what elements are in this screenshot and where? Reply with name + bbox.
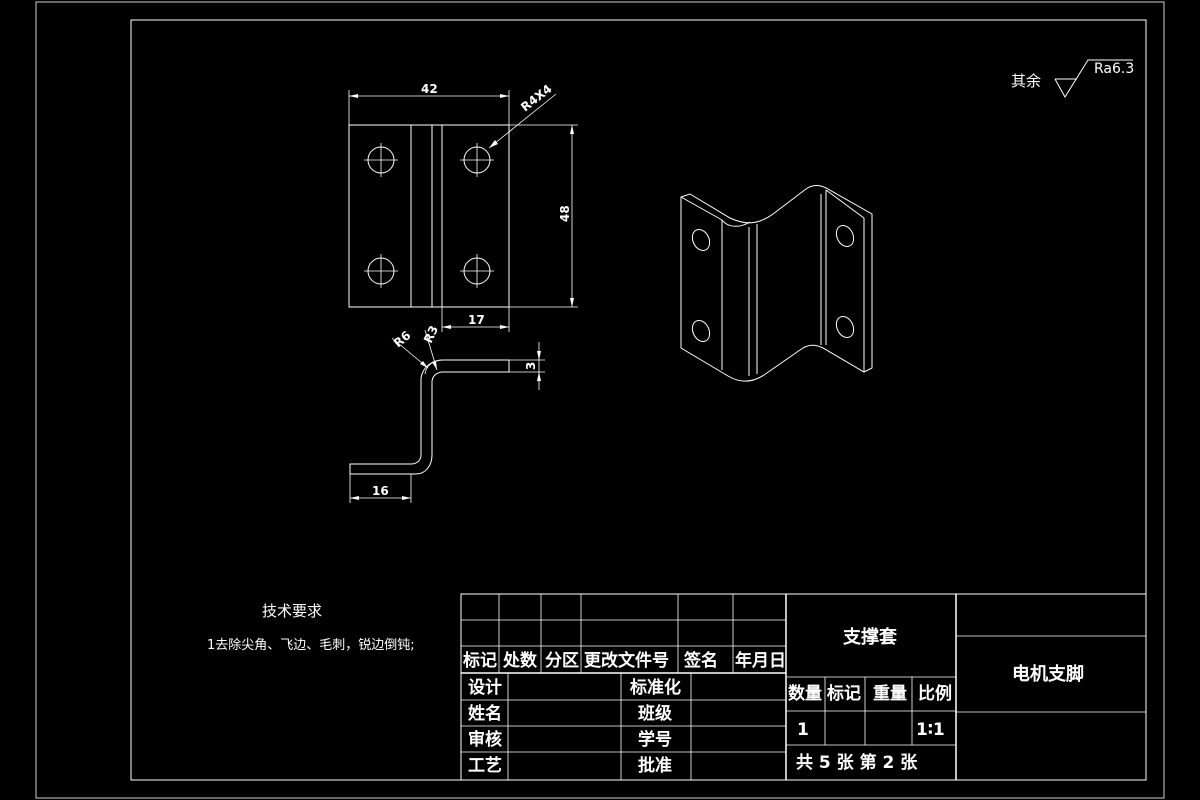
dimension-foot-length: 16 [349,474,412,503]
technical-requirements: 技术要求 1去除尖角、飞边、毛刺，锐边倒钝; [207,602,415,653]
isometric-hole [835,315,855,339]
sheet-count: 共 5 张 第 2 张 [796,752,918,773]
isometric-outline [680,185,873,382]
revision-header: 分区 [545,651,579,671]
revision-header: 更改文件号 [584,650,669,671]
mounting-hole [364,143,398,177]
isometric-hole [691,319,711,343]
tech-req-title: 技术要求 [262,602,322,620]
role-label: 班级 [638,703,672,724]
dimension-height: 48 [509,124,578,308]
dimension-radius-inner: R3 [421,323,441,371]
isometric-hole [691,228,711,252]
mounting-hole [364,254,398,288]
roughness-value: Ra6.3 [1094,61,1134,77]
property-header: 数量 [788,683,822,704]
revision-header: 签名 [683,650,718,671]
mounting-hole [460,143,494,177]
isometric-view [680,185,873,382]
isometric-hole [835,224,855,248]
sheet-trim-border [35,1,1165,799]
dimension-thickness: 3 [509,342,545,390]
dimension-offset: 17 [441,307,510,332]
revision-header: 处数 [502,650,538,671]
quantity-value: 1 [797,720,809,740]
property-header: 比例 [918,683,952,704]
front-view: 42 R4X4 48 17 [348,82,578,332]
dim-label: 48 [558,205,572,222]
dim-label: R3 [421,323,441,345]
dim-label: 42 [421,82,438,96]
plate-outline [348,124,510,308]
drawing-title: 电机支脚 [1012,663,1084,685]
revision-header: 年月日 [735,650,786,671]
dim-label: 3 [524,362,538,370]
dimension-top-width: 42 [348,82,510,125]
role-label: 批准 [638,755,672,776]
dim-label: 16 [372,484,389,498]
property-header: 重量 [873,683,907,704]
roughness-prefix: 其余 [1011,72,1041,90]
tech-req-item: 1去除尖角、飞边、毛刺，锐边倒钝; [207,638,415,653]
scale-value: 1∶1 [916,720,945,740]
dim-label: 17 [468,313,485,327]
surface-roughness-symbol: 其余 Ra6.3 [1011,59,1134,98]
title-block: 标记 处数 分区 更改文件号 签名 年月日 设计 姓名 审核 工艺 标准化 班级… [460,593,1147,781]
revision-header: 标记 [463,650,497,671]
property-header: 标记 [827,683,861,704]
mounting-hole [460,254,494,288]
role-label: 设计 [468,677,502,698]
role-label: 工艺 [468,755,502,776]
part-name: 支撑套 [842,626,897,648]
role-label: 标准化 [630,677,681,698]
role-label: 学号 [638,729,672,750]
role-label: 姓名 [468,703,502,724]
role-label: 审核 [468,729,502,750]
